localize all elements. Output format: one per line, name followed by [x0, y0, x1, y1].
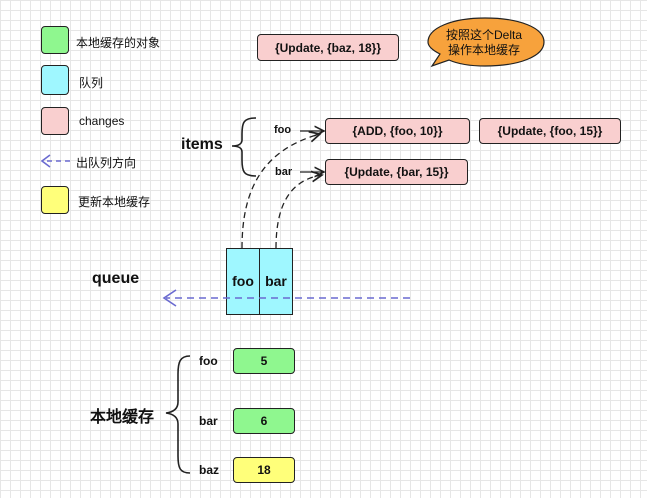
legend-dequeue-direction-label: 出队列方向: [76, 156, 137, 170]
bar-change-box-1: {Update, {bar, 15}}: [325, 159, 468, 185]
items-brace: [231, 117, 257, 177]
callout-line-1: 按照这个Delta: [446, 28, 523, 42]
cache-brace: [165, 355, 191, 474]
cache-value-bar-box: 6: [233, 408, 295, 434]
cache-value-foo-box: 5: [233, 348, 295, 374]
cache-value-foo: 5: [260, 354, 268, 368]
bar-change-text-1: {Update, {bar, 15}}: [344, 165, 449, 179]
items-bar-key: bar: [275, 166, 293, 178]
legend-changes-label: changes: [79, 114, 125, 128]
cache-value-bar: 6: [260, 414, 268, 428]
legend-queue-label: 队列: [79, 76, 104, 90]
callout-line-2: 操作本地缓存: [448, 43, 521, 57]
legend-dequeue-arrowhead: [40, 154, 51, 168]
items-label: items: [181, 136, 223, 153]
queue-cell-foo-text: foo: [232, 273, 254, 289]
cache-label: 本地缓存: [90, 409, 155, 426]
cache-value-baz: 18: [257, 463, 271, 477]
legend-update-local-cache-label: 更新本地缓存: [78, 195, 151, 209]
top-change-text: {Update, {baz, 18}}: [274, 41, 382, 55]
queue-foo-link: [241, 134, 320, 249]
items-foo-key: foo: [274, 124, 292, 136]
cache-key-foo: foo: [199, 354, 218, 368]
cache-value-baz-box: 18: [233, 457, 295, 483]
queue-cell-foo: foo: [226, 248, 260, 315]
top-change-box: {Update, {baz, 18}}: [257, 34, 399, 61]
foo-change-box-1: {ADD, {foo, 10}}: [325, 118, 470, 144]
foo-change-box-2: {Update, {foo, 15}}: [479, 118, 621, 144]
legend-pink-swatch: [41, 107, 69, 135]
queue-cell-bar-text: bar: [265, 273, 287, 289]
queue-cell-bar: bar: [259, 248, 293, 315]
callout-bubble: [427, 17, 545, 68]
legend-yellow-swatch: [41, 186, 69, 214]
foo-change-text-2: {Update, {foo, 15}}: [497, 124, 603, 138]
cache-key-bar: bar: [199, 414, 218, 428]
legend-local-cache-object-label: 本地缓存的对象: [76, 36, 161, 50]
cache-key-baz: baz: [199, 463, 220, 477]
queue-bar-link: [275, 175, 322, 249]
foo-change-text-1: {ADD, {foo, 10}}: [352, 124, 443, 138]
legend-cyan-swatch: [41, 65, 69, 95]
queue-label: queue: [92, 270, 140, 287]
legend-green-swatch: [41, 26, 69, 54]
